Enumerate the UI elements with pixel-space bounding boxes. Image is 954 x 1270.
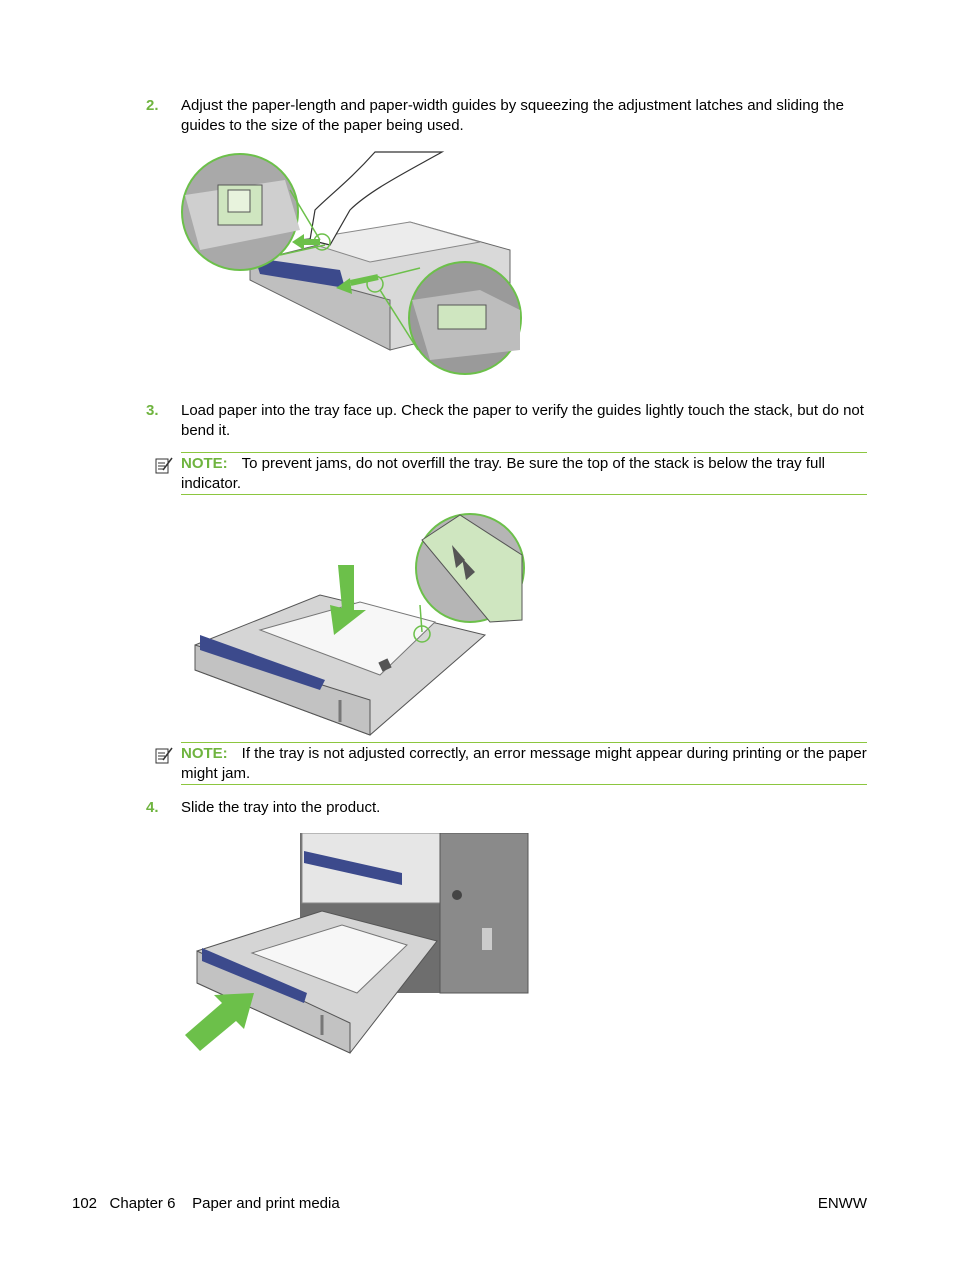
note-box-2: NOTE:If the tray is not adjusted correct… [181, 742, 867, 785]
slide-tray-illustration [185, 833, 529, 1054]
note-label: NOTE: [181, 455, 228, 472]
adjust-guides-illustration [181, 151, 522, 375]
chapter-label: Chapter 6 [109, 1195, 176, 1212]
step-text-4: Slide the tray into the product. [181, 799, 381, 816]
note-label: NOTE: [181, 745, 228, 762]
footer-right: ENWW [817, 1195, 867, 1212]
load-paper-illustration [194, 513, 525, 736]
section-title: Paper and print media [192, 1195, 340, 1212]
note-icon [155, 457, 173, 474]
step-number-2: 2. [146, 97, 159, 114]
step-number-3: 3. [146, 402, 159, 419]
step-text-3: Load paper into the tray face up. Check … [181, 402, 864, 439]
note-text: If the tray is not adjusted correctly, a… [181, 745, 867, 782]
step-number-4: 4. [146, 799, 159, 816]
page-number: 102 [72, 1195, 98, 1212]
note-text: To prevent jams, do not overfill the tra… [181, 455, 826, 492]
step-text-2: Adjust the paper-length and paper-width … [181, 97, 844, 134]
footer-left: 102 Chapter 6 Paper and print media [72, 1194, 340, 1214]
note-icon [155, 747, 173, 764]
note-box-1: NOTE:To prevent jams, do not overfill th… [181, 452, 867, 495]
